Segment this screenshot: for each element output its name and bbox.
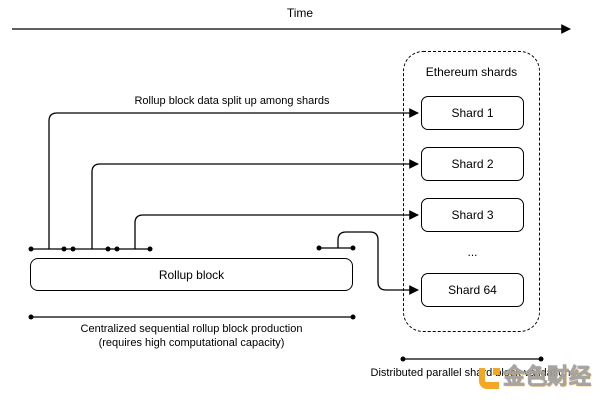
shard-1-label: Shard 1 (451, 106, 494, 120)
distributed-annotation: Distributed parallel shard block validat… (370, 367, 571, 379)
shard-3-box: Shard 3 (421, 198, 524, 232)
jinse-logo-icon (479, 363, 501, 391)
shards-ellipsis: ... (467, 245, 478, 259)
shard-2-label: Shard 2 (451, 157, 494, 171)
shard-64-label: Shard 64 (448, 283, 497, 297)
shard-64-box: Shard 64 (421, 273, 524, 307)
time-axis-label: Time (286, 6, 314, 20)
connector-shard-1 (48, 108, 419, 249)
centralized-annotation: Centralized sequential rollup block prod… (30, 322, 353, 350)
shard-3-label: Shard 3 (451, 208, 494, 222)
rollup-block-label: Rollup block (158, 267, 225, 282)
watermark: 金色财经 (479, 363, 597, 395)
centralized-annotation-line2: (requires high computational capacity) (98, 337, 285, 349)
shard-1-box: Shard 1 (421, 96, 524, 130)
centralized-annotation-line1: Centralized sequential rollup block prod… (80, 323, 303, 335)
rollup-block-box: Rollup block (30, 258, 353, 291)
shard-2-box: Shard 2 (421, 147, 524, 181)
watermark-text: 金色财经 (502, 364, 592, 390)
split-annotation: Rollup block data split up among shards (134, 95, 330, 107)
ethereum-shards-title: Ethereum shards (425, 65, 518, 79)
connector-shard-3 (134, 210, 419, 249)
connector-shard-2 (91, 159, 419, 249)
